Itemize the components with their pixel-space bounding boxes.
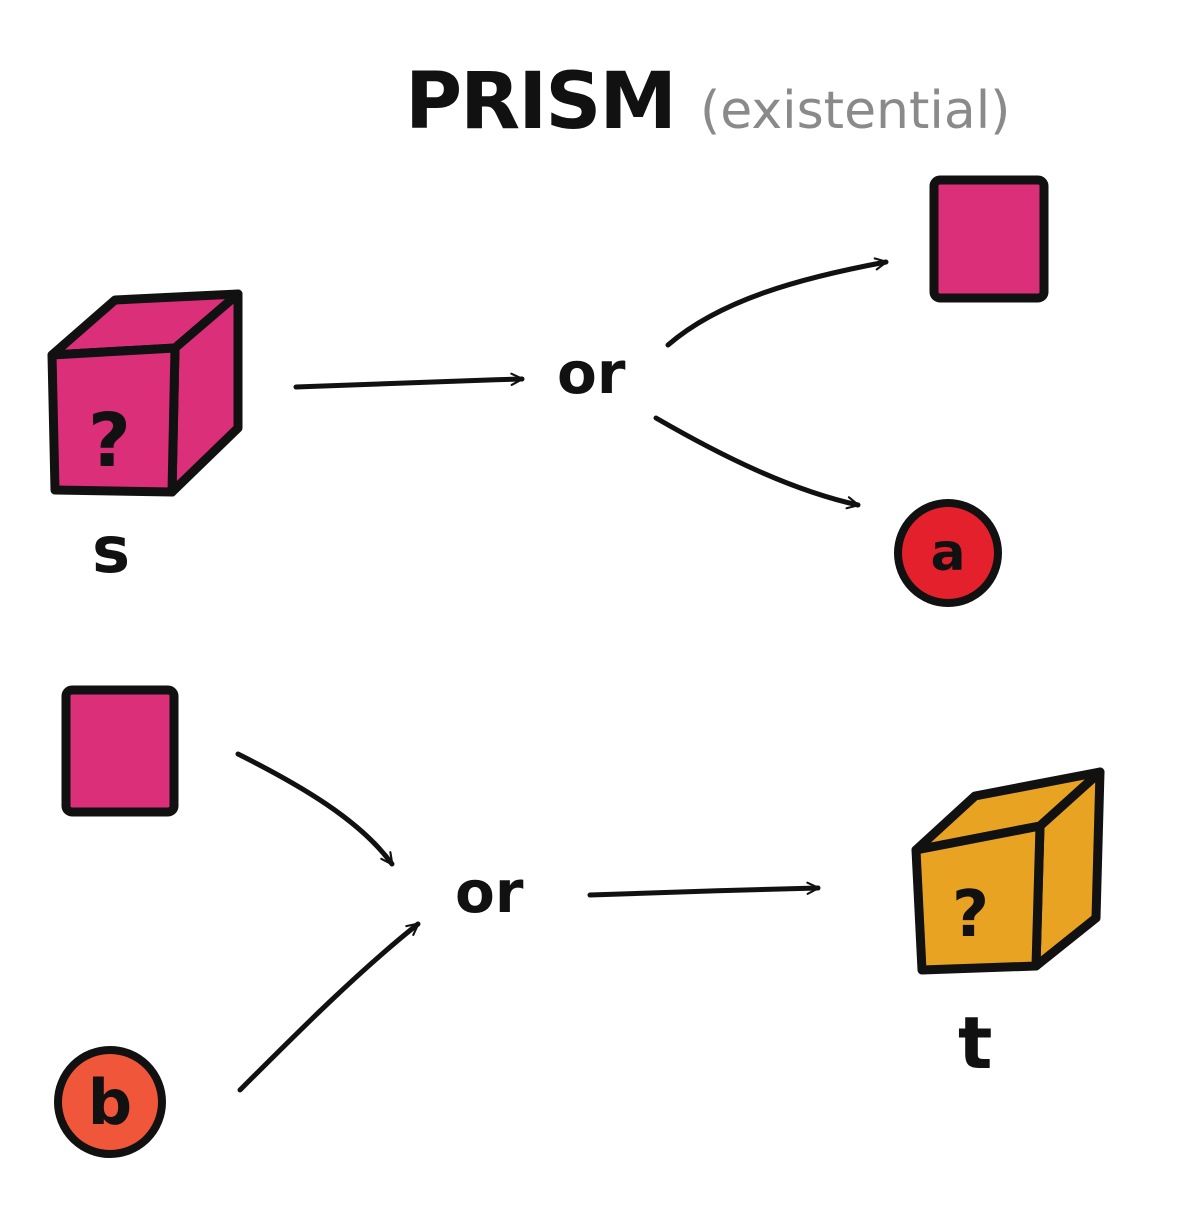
diagram-title: PRISM: [405, 57, 675, 147]
label-a: a: [930, 523, 965, 583]
magenta-box-top: [929, 175, 1049, 303]
arrow-s-to-or: [293, 372, 525, 390]
or-label-bottom: or: [455, 858, 524, 926]
arrow-or-to-a: [653, 415, 861, 510]
or-label-top: or: [557, 339, 626, 407]
arrow-b-to-or: [237, 921, 421, 1093]
unknown-mark: ?: [952, 878, 989, 952]
diagram-subtitle: (existential): [700, 81, 1010, 141]
label-s: s: [92, 514, 130, 588]
a-circle: a: [894, 499, 1002, 607]
label-b: b: [88, 1066, 132, 1139]
arrow-or-to-t: [587, 881, 821, 898]
target-cube-t: ?: [911, 767, 1105, 975]
label-t: t: [958, 1001, 992, 1085]
magenta-box-bottom: [61, 685, 179, 817]
unknown-mark: ?: [88, 398, 131, 484]
b-circle: b: [54, 1046, 166, 1158]
arrow-or-to-box: [665, 257, 889, 348]
source-cube-s: ?: [47, 289, 243, 497]
arrow-box-to-or: [235, 751, 395, 867]
